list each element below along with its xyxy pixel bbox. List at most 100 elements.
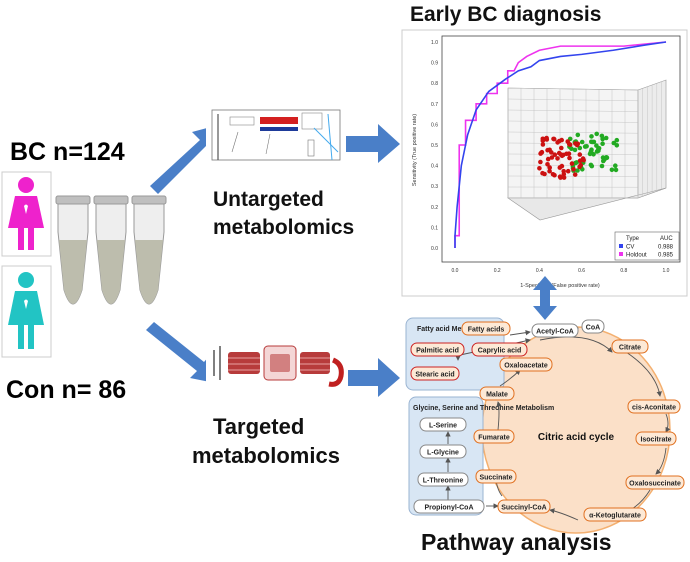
scatter-point-red bbox=[558, 175, 563, 180]
svg-text:L-Glycine: L-Glycine bbox=[427, 450, 459, 457]
roc-x-tick-label: 0.6 bbox=[578, 268, 585, 274]
metabolite-node: L-Serine bbox=[419, 417, 467, 432]
roc-x-tick-label: 1.0 bbox=[663, 268, 670, 274]
roc-y-tick-label: 1.0 bbox=[431, 40, 438, 46]
targeted-instrument-schematic bbox=[206, 322, 348, 407]
svg-text:Palmitic acid: Palmitic acid bbox=[416, 348, 459, 355]
scatter-point-green bbox=[579, 139, 585, 145]
legend-cv-name: CV bbox=[626, 245, 634, 251]
link-arrow bbox=[533, 276, 557, 320]
scatter-point-green bbox=[575, 132, 581, 138]
roc-x-tick-label: 0.8 bbox=[620, 268, 627, 274]
arrow-to-untargeted bbox=[150, 124, 222, 194]
scatter-point-red bbox=[572, 172, 578, 177]
sample-tube-icon bbox=[131, 195, 167, 305]
metabolite-node: Succinate bbox=[475, 469, 517, 484]
scatter-point-red bbox=[540, 138, 546, 143]
scatter-point-green bbox=[575, 168, 580, 173]
scatter-point-red bbox=[565, 168, 571, 174]
pathway-title: Pathway analysis bbox=[421, 529, 612, 555]
metabolite-node: L-Glycine bbox=[419, 444, 467, 459]
legend-holdout-name: Holdout bbox=[626, 253, 647, 259]
scatter-point-red bbox=[577, 152, 583, 157]
metabolite-node: Acetyl-CoA bbox=[531, 323, 579, 338]
scatter-point-green bbox=[590, 139, 595, 145]
diagnosis-title: Early BC diagnosis bbox=[410, 3, 601, 26]
svg-text:Fumarate: Fumarate bbox=[478, 435, 510, 442]
sample-tube-icon bbox=[93, 195, 129, 305]
untargeted-label-line2: metabolomics bbox=[213, 216, 354, 239]
sample-tube-icon bbox=[55, 195, 91, 305]
svg-text:Succinyl-CoA: Succinyl-CoA bbox=[501, 505, 547, 512]
svg-text:Propionyl-CoA: Propionyl-CoA bbox=[425, 505, 474, 512]
scatter-point-red bbox=[545, 156, 551, 162]
svg-text:Stearic acid: Stearic acid bbox=[415, 372, 454, 379]
metabolite-node: cis-Aconitate bbox=[627, 399, 681, 414]
metabolite-node: Succinyl-CoA bbox=[497, 499, 551, 514]
scatter-point-green bbox=[602, 157, 607, 162]
svg-text:Isocitrate: Isocitrate bbox=[640, 437, 671, 444]
metabolite-node: Citrate bbox=[611, 339, 649, 354]
scatter-point-red bbox=[540, 142, 546, 147]
svg-text:cis-Aconitate: cis-Aconitate bbox=[632, 405, 676, 412]
metabolite-node: Caprylic acid bbox=[471, 342, 528, 357]
scatter-point-red bbox=[549, 150, 554, 155]
scatter-point-green bbox=[613, 163, 618, 168]
metabolite-node: L-Threonine bbox=[417, 472, 469, 487]
scatter-point-red bbox=[537, 166, 542, 171]
scatter-point-red bbox=[577, 164, 582, 170]
scatter-point-green bbox=[611, 140, 617, 146]
svg-text:L-Threonine: L-Threonine bbox=[423, 478, 464, 485]
roc-legend: Type AUC CV 0.988 Holdout 0.985 bbox=[614, 231, 680, 261]
legend-cv-auc: 0.988 bbox=[658, 245, 674, 251]
roc-x-tick-label: 0.0 bbox=[452, 268, 459, 274]
con-cohort-label: Con n= 86 bbox=[6, 376, 126, 404]
scatter-point-red bbox=[559, 163, 565, 169]
scatter-point-red bbox=[556, 150, 562, 156]
roc-y-tick-label: 0.3 bbox=[431, 184, 438, 190]
metabolite-node: Oxaloacetate bbox=[499, 357, 553, 372]
glycine-panel-title: Glycine, Serine and Threonine Metabolism bbox=[413, 405, 554, 412]
metabolite-node: Stearic acid bbox=[410, 366, 460, 381]
metabolite-node: Palmitic acid bbox=[410, 342, 465, 357]
scatter-point-green bbox=[596, 148, 601, 154]
bc-cohort-label: BC n=124 bbox=[10, 138, 125, 166]
roc-y-tick-label: 0.4 bbox=[431, 164, 438, 170]
legend-holdout-swatch bbox=[619, 252, 623, 256]
untargeted-instrument-schematic bbox=[206, 103, 346, 185]
citric-acid-cycle-label: Citric acid cycle bbox=[538, 432, 615, 443]
scatter-point-green bbox=[589, 134, 594, 139]
female-bc-icon bbox=[1, 171, 52, 257]
scatter-point-red bbox=[564, 151, 569, 157]
scatter-point-red bbox=[538, 151, 543, 156]
metabolite-node: Malate bbox=[479, 386, 515, 401]
metabolite-node: CoA bbox=[581, 319, 605, 334]
pca-3d-scatter-inset bbox=[507, 79, 667, 221]
scatter-point-red bbox=[545, 147, 550, 153]
scatter-point-green bbox=[609, 167, 615, 173]
scatter-point-green bbox=[589, 163, 595, 169]
svg-text:α-Ketoglutarate: α-Ketoglutarate bbox=[589, 513, 641, 520]
svg-text:Malate: Malate bbox=[486, 392, 508, 399]
metabolite-node: Propionyl-CoA bbox=[413, 499, 485, 514]
scatter-point-red bbox=[545, 162, 550, 167]
legend-cv-swatch bbox=[619, 244, 623, 248]
metabolite-node: Isocitrate bbox=[635, 431, 677, 446]
roc-y-tick-label: 0.8 bbox=[431, 81, 438, 87]
scatter-point-green bbox=[594, 131, 599, 137]
scatter-point-red bbox=[561, 175, 567, 180]
arrow-to-pathway bbox=[345, 358, 400, 397]
roc-y-tick-label: 0.2 bbox=[431, 205, 438, 211]
roc-y-tick-label: 0.0 bbox=[431, 246, 438, 252]
untargeted-label-line1: Untargeted bbox=[213, 188, 324, 211]
female-control-icon bbox=[1, 265, 52, 358]
scatter-point-red bbox=[559, 145, 564, 151]
metabolite-node: Fatty acids bbox=[461, 321, 511, 336]
scatter-point-red bbox=[549, 155, 555, 160]
svg-text:Fatty acids: Fatty acids bbox=[468, 327, 505, 334]
scatter-point-green bbox=[589, 147, 594, 152]
svg-text:Acetyl-CoA: Acetyl-CoA bbox=[536, 329, 574, 336]
scatter-point-red bbox=[547, 165, 552, 170]
roc-curve-cv bbox=[454, 41, 667, 248]
